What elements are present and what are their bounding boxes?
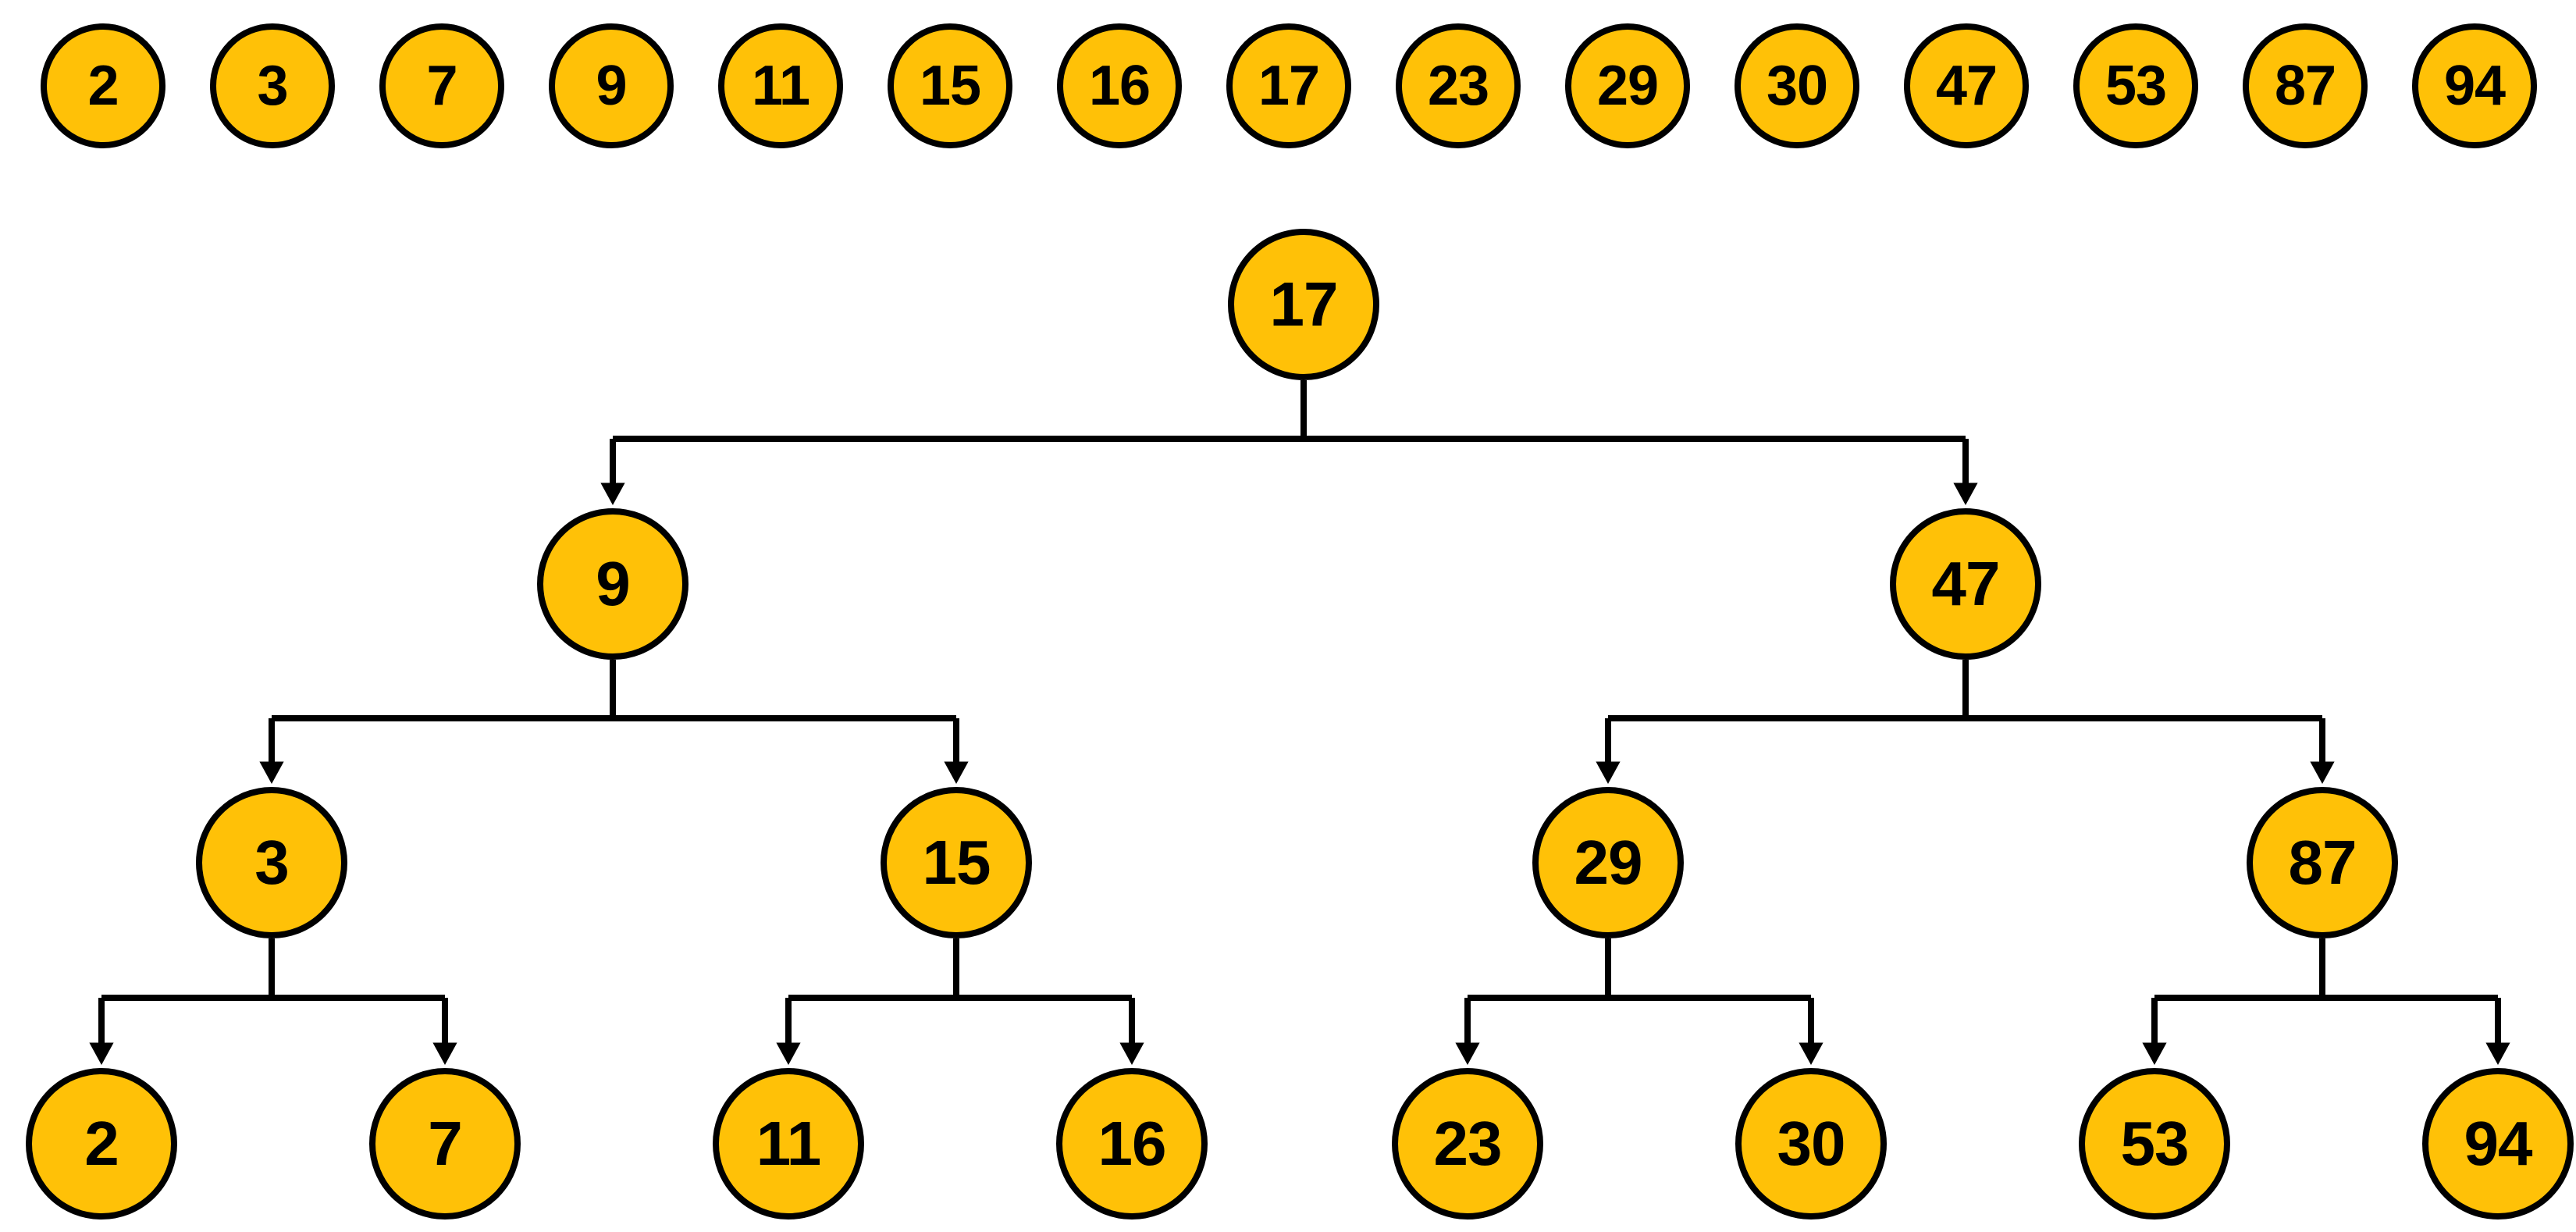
array-node[interactable]: 15	[888, 23, 1012, 148]
array-node[interactable]: 16	[1057, 23, 1182, 148]
array-node[interactable]: 47	[1904, 23, 2029, 148]
array-node-label: 29	[1596, 55, 1659, 117]
tree-node[interactable]: 17	[1228, 229, 1379, 380]
array-node[interactable]: 87	[2243, 23, 2368, 148]
array-node-label: 2	[87, 55, 119, 117]
array-node-label: 94	[2443, 55, 2506, 117]
array-node-label: 11	[751, 55, 810, 117]
array-node[interactable]: 11	[718, 23, 843, 148]
tree-node-label: 47	[1931, 549, 2001, 618]
tree-node[interactable]: 2	[26, 1068, 177, 1220]
tree-node[interactable]: 47	[1890, 508, 2041, 660]
tree-node-label: 7	[428, 1109, 462, 1178]
tree-node-label: 15	[922, 828, 991, 897]
array-node[interactable]: 29	[1565, 23, 1690, 148]
tree-node-label: 17	[1269, 269, 1339, 339]
tree-node[interactable]: 94	[2422, 1068, 2574, 1220]
array-node-label: 15	[919, 55, 981, 117]
array-node[interactable]: 2	[41, 23, 165, 148]
tree-node-label: 30	[1777, 1109, 1846, 1178]
array-node-label: 87	[2274, 55, 2336, 117]
tree-node[interactable]: 3	[196, 787, 347, 938]
tree-node[interactable]: 16	[1056, 1068, 1208, 1220]
array-node[interactable]: 94	[2412, 23, 2537, 148]
tree-node-label: 2	[84, 1109, 119, 1178]
tree-node-label: 11	[756, 1109, 822, 1178]
tree-node-label: 94	[2464, 1109, 2533, 1178]
array-node-label: 16	[1088, 55, 1151, 117]
array-node-label: 3	[257, 55, 288, 117]
tree-node-label: 29	[1574, 828, 1643, 897]
tree-node-label: 9	[596, 549, 630, 618]
tree-node[interactable]: 15	[881, 787, 1032, 938]
tree-node[interactable]: 9	[537, 508, 688, 660]
array-node-label: 7	[426, 55, 457, 117]
tree-node[interactable]: 29	[1532, 787, 1684, 938]
array-node[interactable]: 53	[2073, 23, 2198, 148]
tree-node-label: 3	[254, 828, 289, 897]
tree-node[interactable]: 23	[1392, 1068, 1543, 1220]
array-node-label: 47	[1935, 55, 1998, 117]
tree-node-label: 53	[2120, 1109, 2190, 1178]
array-node-label: 17	[1258, 55, 1320, 117]
array-node[interactable]: 3	[210, 23, 335, 148]
tree-node[interactable]: 87	[2247, 787, 2398, 938]
tree-node-label: 87	[2288, 828, 2357, 897]
tree-node-label: 16	[1098, 1109, 1167, 1178]
array-node[interactable]: 17	[1226, 23, 1351, 148]
array-node-label: 30	[1766, 55, 1828, 117]
array-node[interactable]: 23	[1396, 23, 1521, 148]
array-node[interactable]: 9	[549, 23, 674, 148]
array-node-label: 53	[2105, 55, 2167, 117]
array-node-label: 9	[596, 55, 627, 117]
tree-node-label: 23	[1433, 1109, 1503, 1178]
array-node-label: 23	[1427, 55, 1489, 117]
array-node[interactable]: 7	[379, 23, 504, 148]
tree-node[interactable]: 53	[2079, 1068, 2230, 1220]
tree-node[interactable]: 11	[713, 1068, 864, 1220]
tree-node[interactable]: 30	[1735, 1068, 1887, 1220]
tree-node[interactable]: 7	[369, 1068, 521, 1220]
array-node[interactable]: 30	[1735, 23, 1859, 148]
